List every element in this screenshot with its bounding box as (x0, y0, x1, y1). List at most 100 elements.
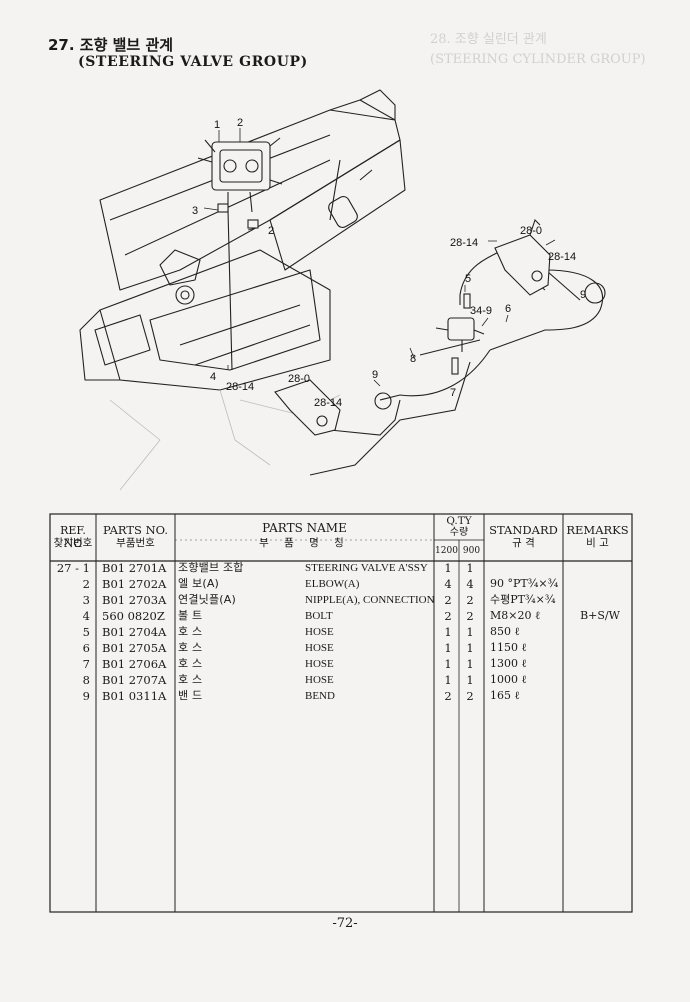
row-standard: 1300 ℓ (490, 657, 527, 670)
callout-9-lower: 9 (372, 369, 378, 381)
row-qty-900: 2 (466, 609, 474, 623)
row-ref: 3 (82, 593, 90, 607)
row-name-en: BOLT (305, 610, 333, 622)
row-qty-1200: 1 (444, 657, 452, 671)
row-ref: 27 - 1 (56, 561, 90, 575)
ghost-line-2: (STEERING CYLINDER GROUP) (430, 52, 646, 67)
hose-connector-block (435, 293, 485, 375)
leader-lines (203, 128, 556, 387)
header-remarks: REMARKS (566, 523, 629, 537)
header-ref-no-ko: 찾기번호 (53, 537, 93, 549)
row-ref: 7 (82, 657, 90, 671)
header-qty-1200: 1200 (435, 546, 458, 556)
callout-2-top: 2 (237, 117, 243, 129)
row-qty-900: 4 (466, 577, 474, 591)
table-row: 5 B01 2704A 호 스 HOSE 1 1 850 ℓ (50, 624, 630, 640)
table-row: 7 B01 2706A 호 스 HOSE 1 1 1300 ℓ (50, 656, 630, 672)
table-row: 6 B01 2705A 호 스 HOSE 1 1 1150 ℓ (50, 640, 630, 656)
row-part-no: B01 2703A (102, 593, 167, 607)
page-number: -72- (332, 916, 358, 931)
callout-3: 3 (192, 205, 198, 217)
steering-valve-assembly (197, 137, 283, 229)
row-ref: 2 (82, 577, 90, 591)
row-standard: 165 ℓ (490, 689, 520, 702)
row-name-en: ELBOW(A) (305, 578, 360, 590)
row-name-ko: 볼 트 (178, 609, 203, 622)
row-name-en: HOSE (305, 674, 334, 686)
row-name-ko: 엘 보(A) (178, 577, 220, 590)
header-ref-no: REF. NO (60, 524, 86, 550)
callout-6: 6 (505, 303, 511, 315)
row-qty-900: 2 (466, 689, 474, 703)
table-row: 3 B01 2703A 연결닛플(A) NIPPLE(A), CONNECTIO… (50, 592, 630, 608)
row-name-ko: 호 스 (178, 625, 203, 638)
callout-5: 5 (465, 273, 471, 285)
callout-28-14-left-b: 28-14 (314, 397, 342, 409)
page-title-korean: 27. 조향 밸브 관계 (48, 36, 174, 54)
table-row: 8 B01 2707A 호 스 HOSE 1 1 1000 ℓ (50, 672, 630, 688)
row-name-ko: 호 스 (178, 673, 203, 686)
row-standard: 1000 ℓ (490, 673, 527, 686)
row-part-no: B01 2704A (102, 625, 167, 639)
row-part-no: B01 2705A (102, 641, 167, 655)
bleed-through-text: 28. 조향 실린더 관계 (STEERING CYLINDER GROUP) (430, 30, 680, 70)
header-parts-no: PARTS NO. (102, 523, 169, 537)
row-part-no: B01 2702A (102, 577, 167, 591)
header-qty-900: 900 (462, 546, 481, 556)
callout-28-14-right-a: 28-14 (450, 237, 478, 249)
row-qty-900: 1 (466, 561, 474, 575)
row-name-en: HOSE (305, 626, 334, 638)
row-name-en: STEERING VALVE A'SSY (305, 562, 428, 574)
row-standard: 수평PT¾×¾ (490, 593, 556, 606)
row-name-ko: 호 스 (178, 657, 203, 670)
row-part-no: B01 2701A (102, 561, 167, 575)
callout-7: 7 (450, 387, 456, 399)
callout-1: 1 (214, 119, 220, 131)
row-qty-900: 1 (466, 625, 474, 639)
row-qty-1200: 2 (444, 689, 452, 703)
row-part-no: B01 2707A (102, 673, 167, 687)
row-qty-1200: 4 (444, 577, 452, 591)
row-part-no: B01 0311A (102, 689, 167, 703)
row-name-ko: 호 스 (178, 641, 203, 654)
header-standard-ko: 규 격 (512, 537, 535, 549)
page-title-english: (STEERING VALVE GROUP) (78, 54, 308, 70)
callout-28-14-left-a: 28-14 (226, 381, 254, 393)
row-name-ko: 밴 드 (178, 689, 203, 702)
row-remarks: B+S/W (580, 609, 620, 622)
table-row: 27 - 1 B01 2701A 조향밸브 조합 STEERING VALVE … (50, 560, 630, 576)
row-qty-1200: 1 (444, 561, 452, 575)
header-remarks-ko: 비 고 (586, 537, 609, 549)
table-row: 9 B01 0311A 밴 드 BEND 2 2 165 ℓ (50, 688, 630, 704)
row-ref: 8 (82, 673, 90, 687)
table-row: 2 B01 2702A 엘 보(A) ELBOW(A) 4 4 90 °PT¾×… (50, 576, 630, 592)
callout-28-14-right-b: 28-14 (548, 251, 576, 263)
row-qty-1200: 1 (444, 641, 452, 655)
callout-28-0-right: 28-0 (520, 225, 542, 237)
row-qty-1200: 2 (444, 593, 452, 607)
callout-34-9: 34-9 (470, 305, 492, 317)
header-parts-no-ko: 부품번호 (116, 537, 155, 549)
row-ref: 4 (82, 609, 90, 623)
row-qty-1200: 1 (444, 673, 452, 687)
row-ref: 6 (82, 641, 90, 655)
header-standard: STANDARD (489, 523, 558, 537)
row-ref: 5 (82, 625, 90, 639)
row-ref: 9 (82, 689, 90, 703)
row-standard: M8×20 ℓ (490, 609, 541, 622)
ghost-line-1: 28. 조향 실린더 관계 (430, 32, 547, 47)
row-standard: 90 °PT¾×¾ (490, 577, 559, 590)
row-part-no: B01 2706A (102, 657, 167, 671)
row-name-ko: 연결닛플(A) (178, 593, 236, 606)
row-qty-900: 1 (466, 657, 474, 671)
row-qty-900: 2 (466, 593, 474, 607)
header-parts-name: PARTS NAME (262, 521, 347, 535)
row-standard: 850 ℓ (490, 625, 520, 638)
row-name-en: HOSE (305, 642, 334, 654)
row-qty-900: 1 (466, 673, 474, 687)
row-part-no: 560 0820Z (102, 609, 165, 623)
row-name-ko: 조향밸브 조합 (178, 561, 244, 574)
callout-2-lower: 2 (268, 225, 274, 237)
steering-valve-diagram: 1 2 3 2 4 28-14 28-0 28-14 9 28-14 28-0 … (79, 89, 606, 491)
row-name-en: HOSE (305, 658, 334, 670)
